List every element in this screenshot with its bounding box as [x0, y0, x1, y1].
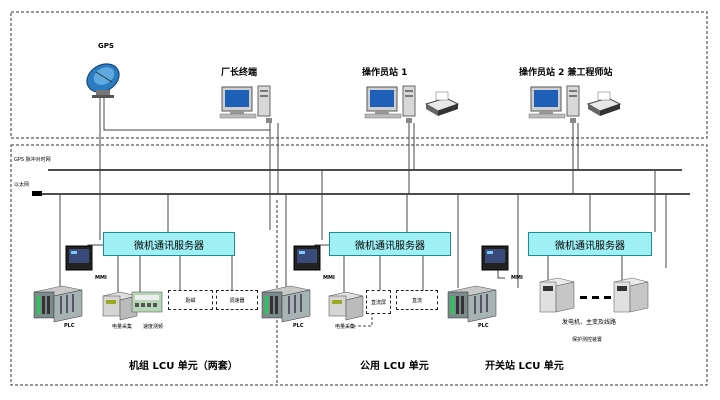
gps-bus-label: GPS 脉冲对时网 [14, 157, 51, 163]
comm-server-1: 微机通讯服务器 [103, 232, 235, 256]
speed-unit-icon [131, 291, 163, 313]
operator2-label: 操作员站 2 兼工程师站 [519, 68, 613, 78]
ethernet-label: 以太网 [14, 182, 30, 188]
operator2-printer-icon [586, 91, 622, 116]
governor-box: 调速器 [216, 290, 258, 310]
protection-panel-2-icon [613, 277, 649, 313]
mmi-3-icon [481, 245, 509, 271]
unit2-label: 公用 LCU 单元 [360, 361, 429, 372]
energy-meter-2-icon [328, 291, 364, 321]
operator2-computer-icon [528, 85, 580, 123]
speed-label: 速度测频 [143, 324, 164, 330]
factory-terminal-computer-icon [219, 85, 272, 123]
excitation-box: 励磁 [168, 290, 213, 310]
meter1-label: 电量采集 [112, 324, 133, 330]
operator1-computer-icon [364, 85, 416, 123]
plc2-label: PLC [293, 323, 304, 329]
plc-rack-1-icon [33, 285, 83, 323]
operator1-printer-icon [424, 91, 460, 116]
mmi3-label: MMI [511, 275, 523, 281]
plc-rack-3-icon [447, 285, 497, 323]
unit3-label: 开关站 LCU 单元 [485, 361, 564, 372]
plc1-label: PLC [64, 323, 75, 329]
ellipsis-dashes [580, 296, 611, 299]
bottom-region-border [10, 144, 708, 386]
dc-box: 直流 [396, 290, 438, 310]
ethernet-terminator [32, 191, 42, 196]
gps-label: GPS [98, 42, 114, 50]
mmi-2-icon [293, 245, 321, 271]
plc3-label: PLC [478, 323, 489, 329]
operator1-label: 操作员站 1 [362, 68, 408, 78]
gen-line-label: 发电机、主变及线路 [562, 319, 617, 326]
mmi2-label: MMI [323, 275, 335, 281]
protect-label: 保护测控装置 [572, 337, 603, 343]
meter2-label: 电量采集 [335, 324, 356, 330]
comm-server-3: 微机通讯服务器 [528, 232, 652, 256]
protection-panel-1-icon [539, 277, 575, 313]
factory-terminal-label: 厂长终端 [221, 68, 258, 78]
mmi-1-icon [65, 245, 93, 271]
unit1-label: 机组 LCU 单元（两套） [129, 361, 238, 372]
plc-rack-2-icon [261, 285, 311, 323]
gps-dish-icon [86, 63, 120, 98]
top-region-border [10, 11, 708, 139]
mmi1-label: MMI [95, 275, 107, 281]
dc-panel-box: 直流屏 [366, 290, 391, 314]
comm-server-2: 微机通讯服务器 [329, 232, 451, 256]
